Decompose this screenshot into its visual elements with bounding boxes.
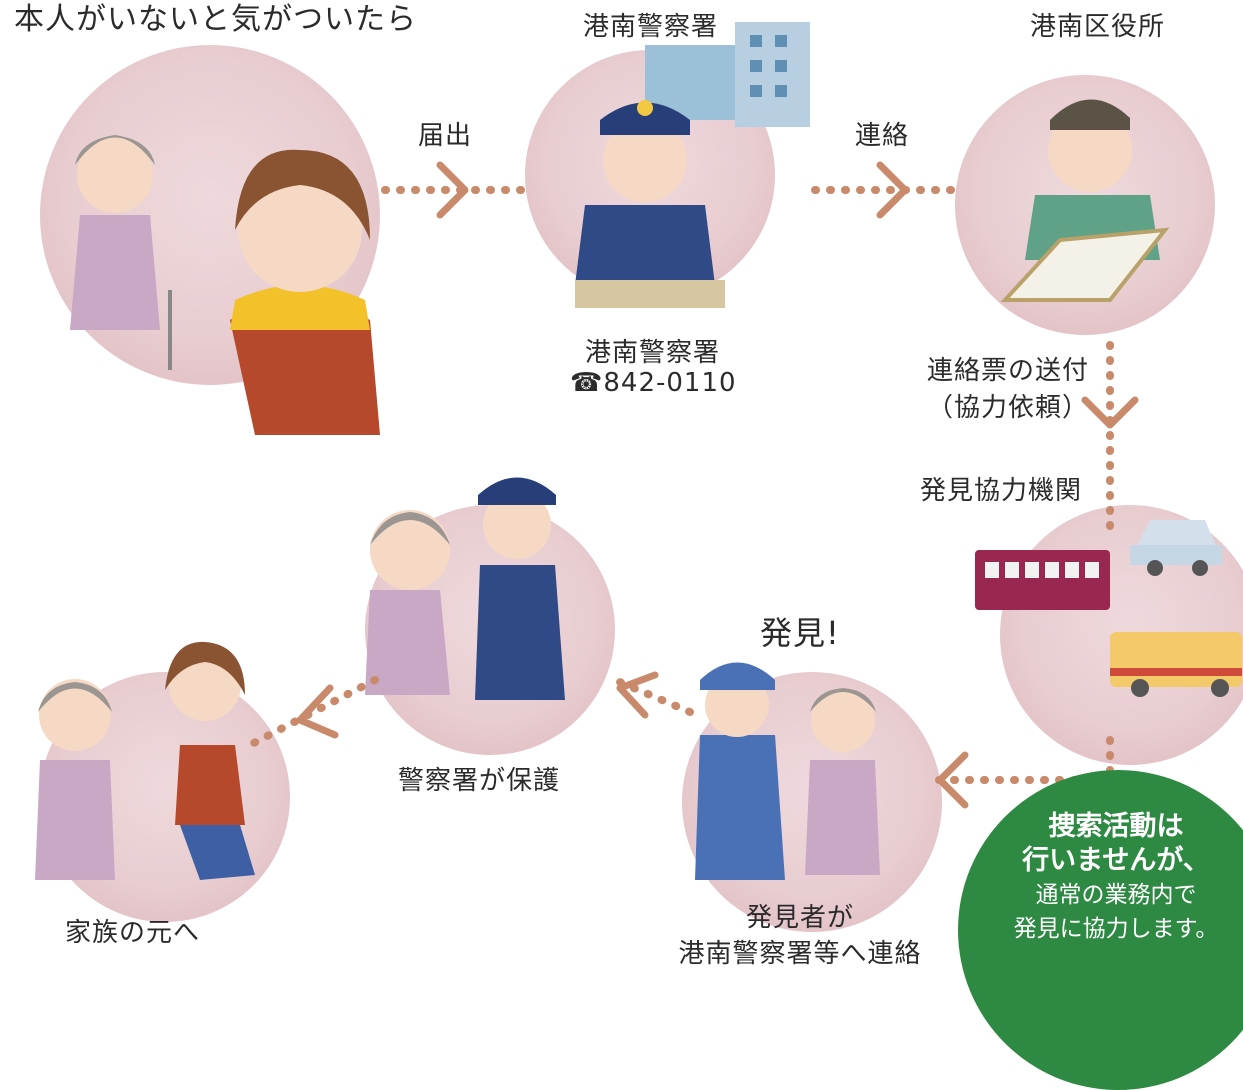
label-police-bottom: 港南警察署 xyxy=(585,338,721,368)
label-ward-office: 港南区役所 xyxy=(1030,12,1166,42)
label-contact: 連絡 xyxy=(855,121,910,151)
arrow-head-protect-icon xyxy=(616,671,659,719)
arrow-head-contact-icon xyxy=(876,161,909,219)
arrow-head-report-icon xyxy=(436,161,469,219)
label-protect: 警察署が保護 xyxy=(398,766,561,796)
notice-line-3: 通常の業務内で xyxy=(1035,882,1197,908)
ward-officer-icon xyxy=(1000,99,1170,302)
train-icon xyxy=(975,550,1110,610)
protect-elderly-icon xyxy=(365,510,450,695)
family-member-worried-icon xyxy=(230,149,380,435)
taxi-icon xyxy=(1130,520,1222,576)
label-police-phone: ☎842-0110 xyxy=(570,368,737,398)
arrow-head-found-icon xyxy=(936,751,969,809)
connector-protect-to-family xyxy=(246,676,379,749)
label-send-line-1: 連絡票の送付 xyxy=(926,356,1089,386)
notice-text: 捜索活動は 行いませんが、 通常の業務内で 発見に協力します。 xyxy=(986,810,1243,946)
arrow-head-send-icon xyxy=(1081,396,1139,429)
label-finder-line-1: 発見者が xyxy=(745,903,854,933)
connector-found-to-protect xyxy=(611,676,694,716)
label-finder-line-2: 港南警察署等へ連絡 xyxy=(678,939,922,969)
family-reunited-elderly-icon xyxy=(35,679,115,880)
flow-connectors xyxy=(246,161,1139,809)
label-send: 連絡票の送付 （協力依頼） xyxy=(908,350,1108,424)
elderly-woman-icon xyxy=(70,135,172,370)
arrow-head-family-icon xyxy=(296,684,339,739)
notice-line-2: 行いませんが、 xyxy=(1022,845,1210,876)
label-report: 届出 xyxy=(418,121,473,151)
notice-line-1: 捜索活動は xyxy=(1048,811,1184,842)
protect-officer-icon xyxy=(475,477,565,700)
bus-icon xyxy=(1110,632,1242,697)
police-officer-icon xyxy=(575,100,725,308)
label-send-line-2: （協力依頼） xyxy=(926,393,1089,423)
found-elderly-icon xyxy=(805,688,880,875)
label-police-top: 港南警察署 xyxy=(583,12,719,42)
label-family: 家族の元へ xyxy=(65,918,201,948)
illustrations xyxy=(35,22,1242,880)
found-officer-icon xyxy=(695,662,785,880)
page-title: 本人がいないと気がついたら xyxy=(14,2,417,37)
notice-line-4: 発見に協力します。 xyxy=(1013,916,1219,942)
family-reunited-member-icon xyxy=(165,641,255,880)
label-cooperating-agencies: 発見協力機関 xyxy=(920,476,1083,506)
label-finder: 発見者が 港南警察署等へ連絡 xyxy=(665,900,935,972)
connector-agency-to-found xyxy=(931,736,1114,784)
label-found: 発見! xyxy=(760,614,840,652)
